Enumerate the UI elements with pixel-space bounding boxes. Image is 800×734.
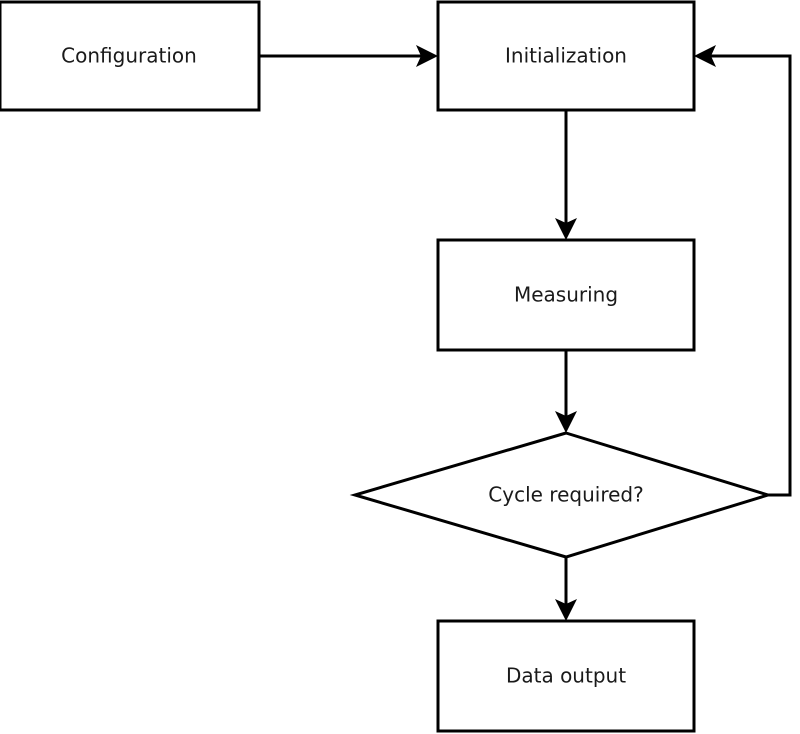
node-measuring[interactable]: Measuring	[436, 238, 696, 352]
arrowhead-icon	[555, 599, 577, 621]
edge-initialization-to-measuring	[555, 110, 577, 240]
node-label: Measuring	[514, 283, 618, 307]
edge-cycle-required-to-initialization-feedback	[694, 45, 792, 497]
node-configuration[interactable]: Configuration	[0, 0, 261, 112]
node-label: Initialization	[505, 44, 627, 68]
arrowhead-icon	[555, 218, 577, 240]
node-shape-rectangle	[436, 619, 696, 733]
node-shape-rectangle	[436, 238, 696, 352]
arrowhead-icon	[416, 45, 438, 67]
node-initialization[interactable]: Initialization	[436, 0, 696, 112]
node-cycle-required[interactable]: Cycle required?	[349, 431, 774, 559]
node-shape-rectangle	[0, 0, 261, 112]
node-label: Cycle required?	[488, 483, 643, 507]
arrowhead-icon	[694, 45, 716, 67]
edge-line	[700, 54, 792, 497]
node-label: Configuration	[61, 44, 197, 68]
node-shape-rectangle	[436, 0, 696, 112]
edge-cycle-required-to-data-output	[555, 557, 577, 621]
node-data-output[interactable]: Data output	[436, 619, 696, 733]
node-shape-diamond	[349, 431, 774, 559]
edge-measuring-to-cycle-required	[555, 350, 577, 433]
arrowhead-icon	[555, 411, 577, 433]
node-label: Data output	[506, 664, 626, 688]
edge-configuration-to-initialization	[259, 45, 438, 67]
